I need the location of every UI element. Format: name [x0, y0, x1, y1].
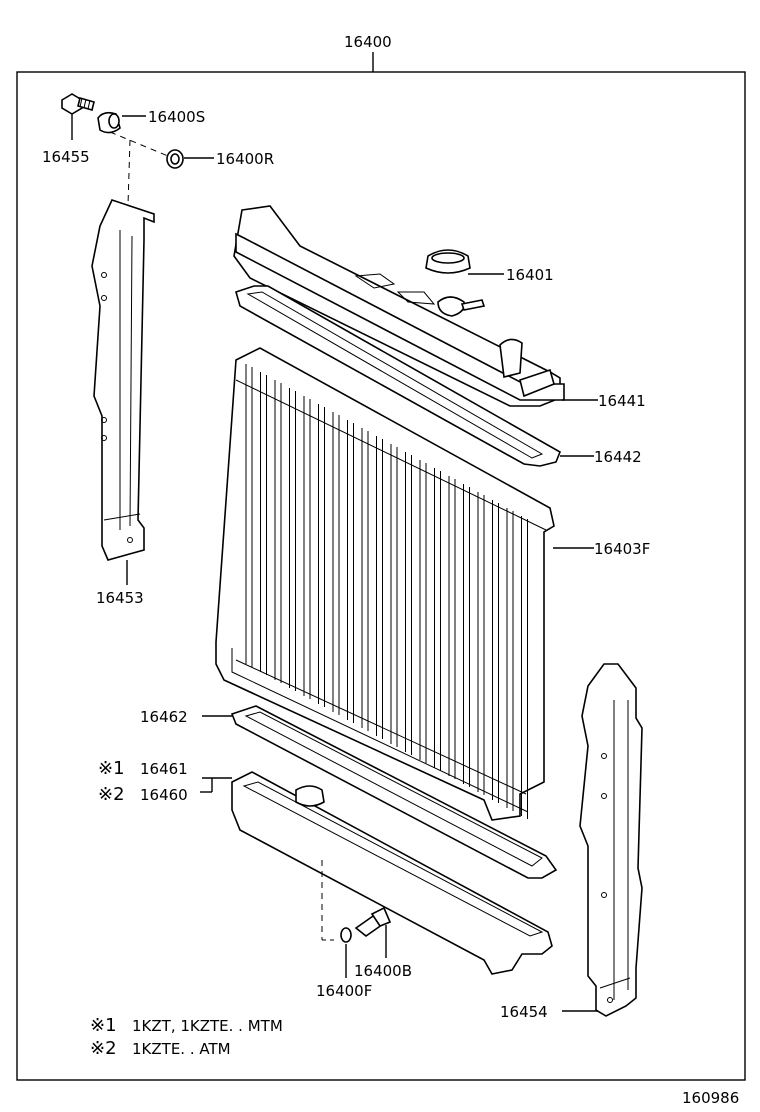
label-16454: 16454 — [500, 1003, 548, 1021]
core-fin — [521, 516, 528, 819]
assembly-frame — [16, 71, 746, 1081]
core-fin — [274, 380, 282, 683]
upper-tank-16441 — [233, 205, 598, 407]
drain-cock-16400B — [321, 860, 392, 958]
core-fin — [376, 436, 383, 739]
label-16461: 16461 — [140, 760, 188, 778]
note-2-mark: ※2 — [90, 1038, 117, 1059]
note-1-mark: ※1 — [90, 1015, 117, 1036]
drain-gasket-16400F — [340, 927, 352, 978]
label-16400R: 16400R — [216, 150, 274, 168]
label-16400F: 16400F — [316, 982, 372, 1000]
core-fin — [361, 428, 369, 731]
label-16400S: 16400S — [148, 108, 205, 126]
label-16442: 16442 — [594, 448, 642, 466]
core-fin — [448, 476, 456, 779]
core-fin — [506, 508, 514, 811]
core-fin — [245, 364, 253, 667]
core-fin — [419, 460, 427, 763]
label-16453: 16453 — [96, 589, 144, 607]
ring-16400R — [166, 149, 214, 169]
radiator-cap-16401 — [425, 249, 504, 275]
label-16403F: 16403F — [594, 540, 650, 558]
marker-m1: ※1 — [98, 758, 125, 779]
label-16441: 16441 — [598, 392, 646, 410]
note-2-text: 1KZTE. . ATM — [132, 1040, 231, 1058]
marker-m2: ※2 — [98, 784, 125, 805]
radiator-core-16403F — [215, 347, 594, 821]
label-16460: 16460 — [140, 786, 188, 804]
upper-gasket-16442 — [235, 285, 594, 467]
label-16455: 16455 — [42, 148, 90, 166]
bolt-16455 — [61, 93, 95, 140]
left-support-16453 — [91, 199, 155, 585]
label-16462: 16462 — [140, 708, 188, 726]
core-fin — [390, 444, 398, 747]
lower-tank-16461-16460 — [200, 771, 553, 975]
core-fin — [289, 388, 296, 691]
right-support-16454 — [562, 663, 643, 1017]
core-fin — [332, 412, 340, 715]
lower-gasket-16462 — [202, 705, 558, 879]
label-16401: 16401 — [506, 266, 554, 284]
core-fin — [434, 468, 441, 771]
core-fin — [405, 452, 412, 755]
core-fin — [463, 484, 470, 787]
core-fin — [477, 492, 485, 795]
cap-16400S — [97, 111, 169, 157]
label-16400B: 16400B — [354, 962, 412, 980]
core-fin — [347, 420, 354, 723]
drawing-number: 160986 — [682, 1089, 739, 1107]
assembly-number: 16400 — [344, 33, 392, 51]
core-fin — [492, 500, 499, 803]
core-fin — [260, 372, 267, 675]
core-fin — [318, 404, 325, 707]
core-fin — [303, 396, 311, 699]
note-1-text: 1KZT, 1KZTE. . MTM — [132, 1017, 283, 1035]
